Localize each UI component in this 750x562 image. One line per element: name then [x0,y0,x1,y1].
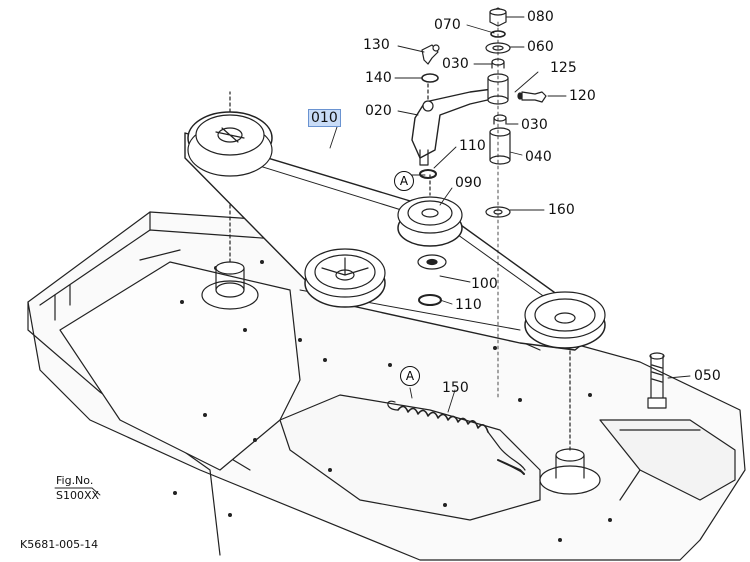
part-label-125[interactable]: 125 [550,60,577,76]
part-label-060[interactable]: 060 [527,39,554,55]
tension-pulley [397,169,463,306]
callout-a-lower: A [400,366,420,386]
part-label-030-upper[interactable]: 030 [442,56,469,72]
fig-number-value: S100XX [56,489,100,502]
part-label-010[interactable]: 010 [308,109,341,127]
part-label-110-upper[interactable]: 110 [459,138,486,154]
right-pulley [524,291,606,349]
part-label-090[interactable]: 090 [455,175,482,191]
center-pulley [304,248,386,308]
callout-a-upper: A [394,171,414,191]
part-label-120[interactable]: 120 [569,88,596,104]
part-label-070[interactable]: 070 [434,17,461,33]
part-label-100[interactable]: 100 [471,276,498,292]
part-label-110-lower[interactable]: 110 [455,297,482,313]
fig-number-label: Fig.No. [56,474,94,487]
left-pulley [187,111,273,177]
tension-spring [387,400,526,475]
part-label-080[interactable]: 080 [527,9,554,25]
grease-fitting [421,44,440,83]
part-label-150[interactable]: 150 [442,380,469,396]
part-label-160[interactable]: 160 [548,202,575,218]
drawing-code: K5681-005-14 [20,538,99,551]
part-label-050[interactable]: 050 [694,368,721,384]
part-label-030-lower[interactable]: 030 [521,117,548,133]
part-label-130[interactable]: 130 [363,37,390,53]
part-label-020[interactable]: 020 [365,103,392,119]
part-label-140[interactable]: 140 [365,70,392,86]
pivot-stack [485,7,547,401]
bolt [647,352,667,409]
tension-arm [411,83,506,166]
part-label-040[interactable]: 040 [525,149,552,165]
leader-lines [54,16,691,496]
